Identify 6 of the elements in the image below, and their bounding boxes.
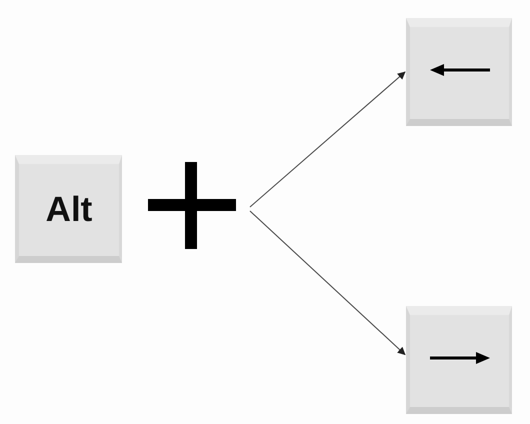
arrow (250, 210, 406, 356)
keyboard-key (406, 306, 512, 414)
key-label: Alt (46, 190, 92, 230)
arrow (250, 71, 406, 208)
keyboard-key (406, 18, 512, 126)
keyboard-key (15, 155, 122, 263)
